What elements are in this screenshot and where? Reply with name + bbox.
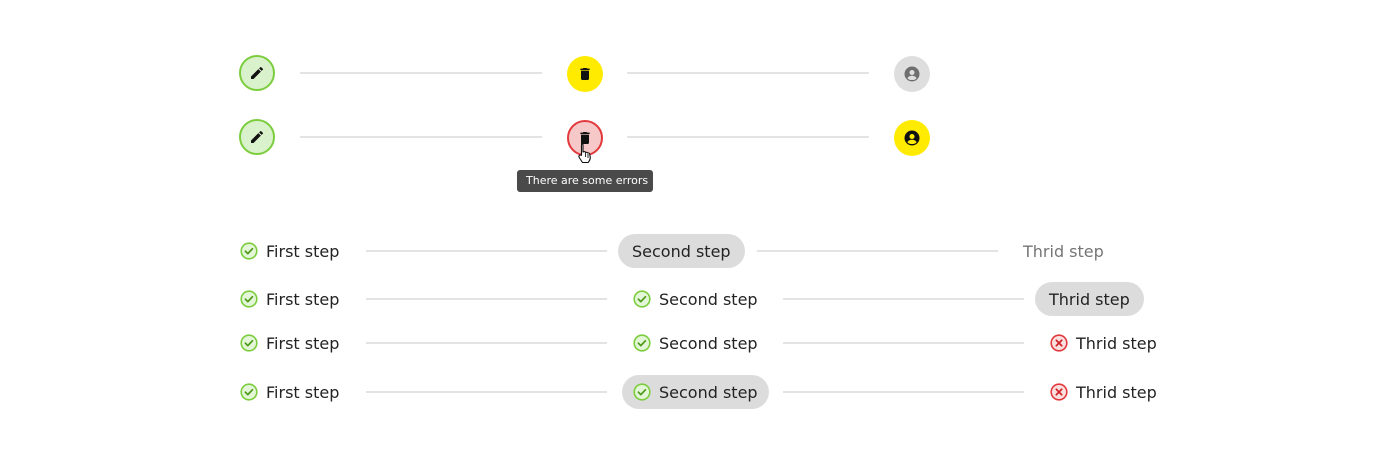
hand-pointer-cursor-icon <box>578 142 591 164</box>
step-edit-button[interactable] <box>239 55 275 91</box>
step-label: First step <box>266 333 340 353</box>
pencil-icon <box>251 66 264 79</box>
step-user-button[interactable] <box>894 120 930 156</box>
step-first[interactable]: First step <box>240 375 339 409</box>
stepper-connector <box>366 250 607 252</box>
user-icon <box>904 130 920 146</box>
error-tooltip: There are some errors <box>517 170 653 192</box>
step-first[interactable]: First step <box>240 234 339 268</box>
step-delete-button[interactable] <box>567 56 603 92</box>
step-label: First step <box>266 382 340 402</box>
step-third-current[interactable]: Thrid step <box>1035 282 1144 316</box>
step-label: Thrid step <box>1076 333 1157 353</box>
step-second-current[interactable]: Second step <box>622 375 769 409</box>
step-second[interactable]: Second step <box>633 282 758 316</box>
step-user-button[interactable] <box>894 56 930 92</box>
step-label: First step <box>266 241 340 261</box>
step-first[interactable]: First step <box>240 282 339 316</box>
step-second[interactable]: Second step <box>633 326 758 360</box>
step-label: First step <box>266 289 340 309</box>
stepper-connector <box>300 72 542 74</box>
step-third-error[interactable]: Thrid step <box>1050 326 1157 360</box>
check-circle-icon <box>633 290 651 308</box>
stepper-connector <box>366 342 607 344</box>
check-circle-icon <box>633 383 651 401</box>
step-third-pending[interactable]: Thrid step <box>1023 234 1104 268</box>
check-circle-icon <box>633 334 651 352</box>
step-label: Thrid step <box>1049 289 1130 309</box>
trash-icon <box>580 132 590 144</box>
step-second-current[interactable]: Second step <box>618 234 745 268</box>
check-circle-icon <box>240 242 258 260</box>
step-label: Second step <box>659 333 758 353</box>
step-third-error[interactable]: Thrid step <box>1050 375 1157 409</box>
stepper-connector <box>783 342 1024 344</box>
step-edit-button[interactable] <box>239 119 275 155</box>
step-label: Thrid step <box>1023 241 1104 261</box>
user-icon <box>904 66 920 82</box>
stepper-connector <box>300 136 542 138</box>
check-circle-icon <box>240 334 258 352</box>
trash-icon <box>580 68 590 80</box>
stepper-connector <box>627 136 869 138</box>
stepper-connector <box>366 391 607 393</box>
error-circle-icon <box>1050 383 1068 401</box>
stepper-connector <box>627 72 869 74</box>
step-label: Second step <box>659 382 758 402</box>
step-first[interactable]: First step <box>240 326 339 360</box>
stepper-connector <box>783 298 1024 300</box>
pencil-icon <box>251 130 264 143</box>
error-circle-icon <box>1050 334 1068 352</box>
check-circle-icon <box>240 290 258 308</box>
stepper-connector <box>783 391 1024 393</box>
step-label: Second step <box>632 241 731 261</box>
step-label: Thrid step <box>1076 382 1157 402</box>
check-circle-icon <box>240 383 258 401</box>
step-delete-button-error[interactable] <box>567 120 603 156</box>
stepper-connector <box>757 250 998 252</box>
step-label: Second step <box>659 289 758 309</box>
stepper-connector <box>366 298 607 300</box>
